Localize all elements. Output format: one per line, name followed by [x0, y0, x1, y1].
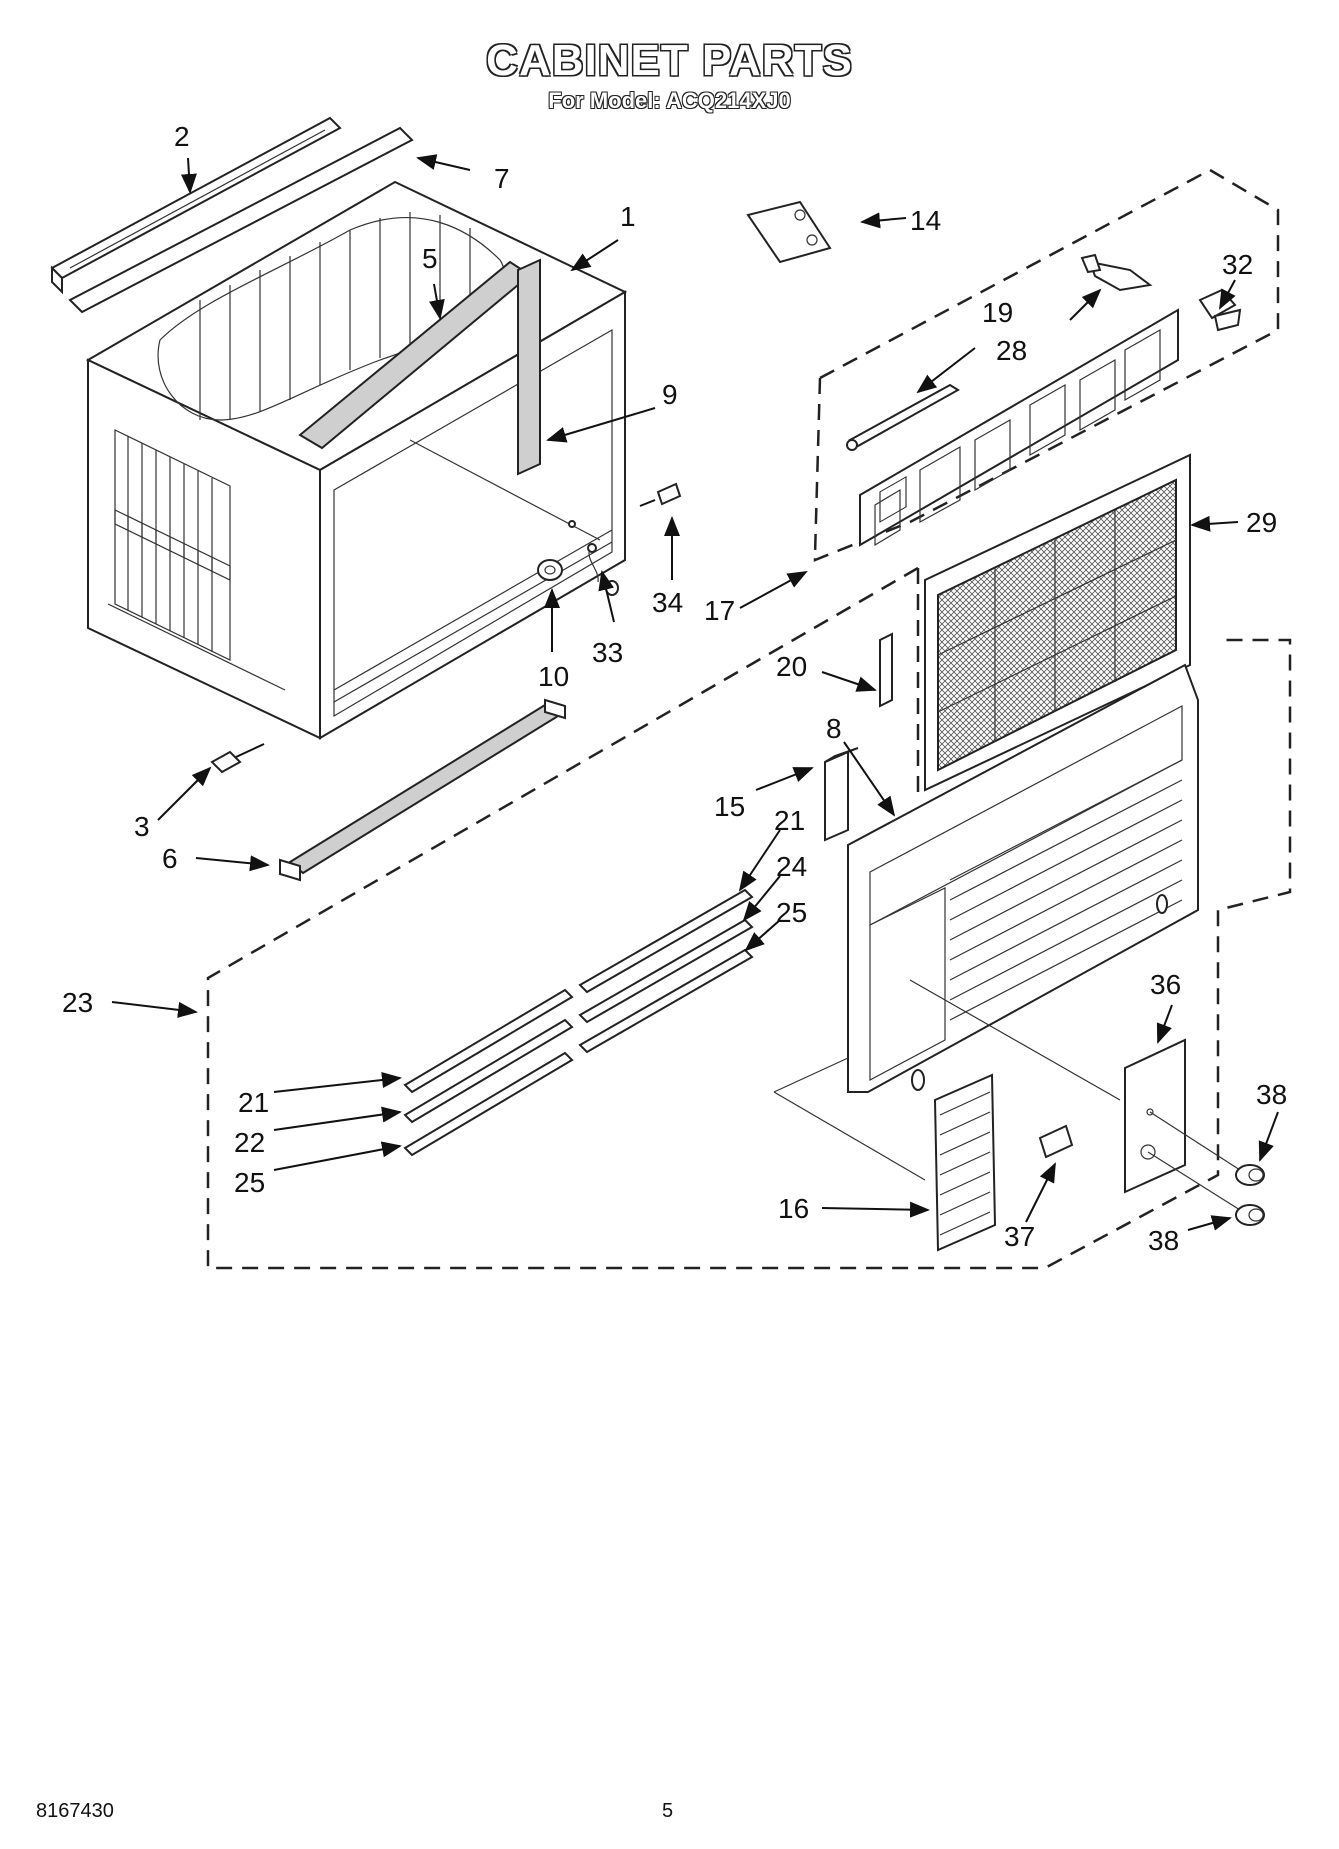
- cabinet-shell-part: [85, 180, 628, 740]
- callout-19: 19: [982, 297, 1013, 328]
- strip-part-20: [879, 632, 893, 708]
- callout-28: 28: [996, 335, 1027, 366]
- callout-10: 10: [538, 661, 569, 692]
- side-louvres: [107, 429, 286, 691]
- assembly-17-outline: [813, 168, 1280, 562]
- control-panel-bracket: [859, 308, 1179, 547]
- seal-strips: [403, 888, 754, 1157]
- callout-2: 2: [174, 121, 190, 152]
- gasket-strip-part: [68, 126, 414, 314]
- callout-25b: 25: [234, 1167, 265, 1198]
- nut-part-10: [537, 559, 563, 581]
- clip-part-32: [1198, 288, 1242, 332]
- callout-23: 23: [62, 987, 93, 1018]
- callout-14: 14: [910, 205, 941, 236]
- callout-24: 24: [776, 851, 807, 882]
- top-rail-part: [50, 116, 342, 295]
- page-title: CABINET PARTS: [486, 36, 853, 85]
- callout-9: 9: [662, 379, 678, 410]
- foam-block-part-15: [824, 747, 859, 842]
- callout-21a: 21: [774, 805, 805, 836]
- callout-29: 29: [1246, 507, 1277, 538]
- callout-38a: 38: [1256, 1079, 1287, 1110]
- assembly-23-outline: [206, 566, 1292, 1270]
- screw-part-34: [639, 482, 682, 507]
- leader-lines: [111, 154, 1279, 1231]
- filter-part-29: [924, 453, 1191, 792]
- callout-38b: 38: [1148, 1225, 1179, 1256]
- callout-34: 34: [652, 587, 683, 618]
- document-number: 8167430: [36, 1800, 114, 1822]
- latch-part-28: [1080, 253, 1153, 292]
- callout-21b: 21: [238, 1087, 269, 1118]
- callout-15: 15: [714, 791, 745, 822]
- callout-16: 16: [778, 1193, 809, 1224]
- block-part-37: [1038, 1124, 1074, 1159]
- callout-33: 33: [592, 637, 623, 668]
- bracket-part-14: [746, 200, 832, 264]
- callout-5: 5: [422, 243, 438, 274]
- page-number: 5: [662, 1800, 674, 1822]
- callout-25a: 25: [776, 897, 807, 928]
- panel-part-36: [1124, 1038, 1241, 1211]
- knob-part-38b: [1235, 1204, 1265, 1226]
- callout-32: 32: [1222, 249, 1253, 280]
- front-panel-part-8: [773, 663, 1199, 1181]
- front-louvres: [949, 759, 1183, 1021]
- rod-part-19: [846, 383, 960, 451]
- callout-labels: 1 2 3 5 6 7 8 9 10 14 15 16 17 19 20 21 …: [62, 121, 1287, 1256]
- callout-6: 6: [162, 843, 178, 874]
- callout-1: 1: [620, 201, 636, 232]
- louvre-part-16: [933, 1073, 997, 1252]
- callout-7: 7: [494, 163, 510, 194]
- screw-part-3: [210, 743, 265, 774]
- callout-3: 3: [134, 811, 150, 842]
- knob-part-38a: [1235, 1164, 1265, 1186]
- callout-37: 37: [1004, 1221, 1035, 1252]
- callout-8: 8: [826, 713, 842, 744]
- callout-36: 36: [1150, 969, 1181, 1000]
- model-subtitle: For Model: ACQ214XJ0: [548, 88, 791, 113]
- callout-17: 17: [704, 595, 735, 626]
- base-rail-part: [279, 698, 566, 882]
- callout-20: 20: [776, 651, 807, 682]
- callout-22: 22: [234, 1127, 265, 1158]
- foam-pad-part: [517, 258, 541, 476]
